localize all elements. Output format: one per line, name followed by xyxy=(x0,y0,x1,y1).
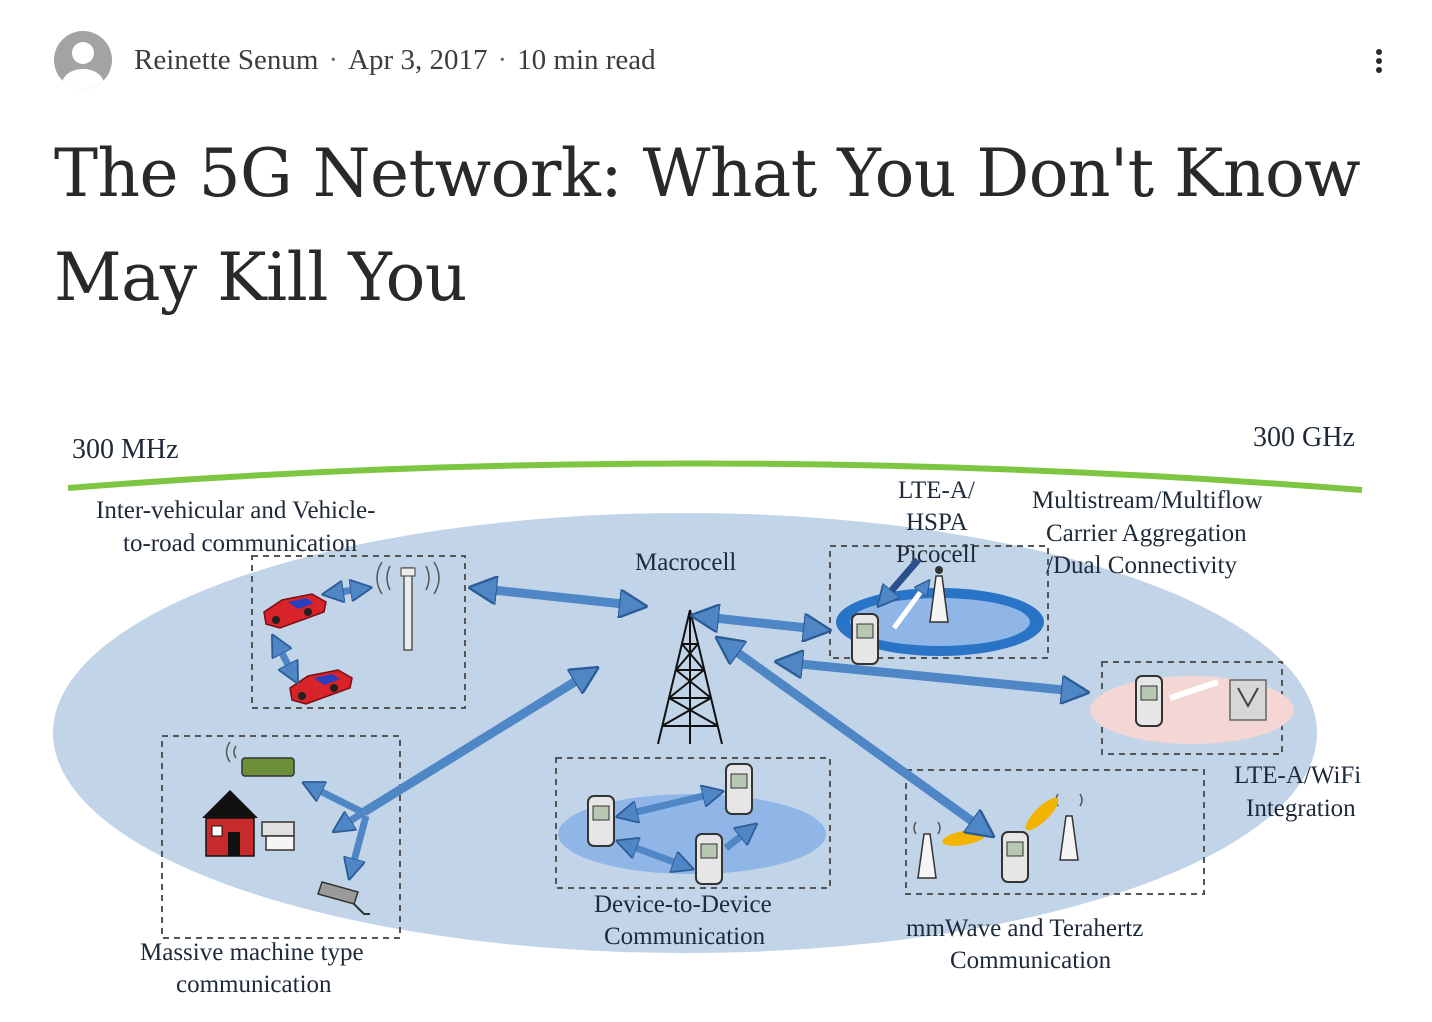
massive-mtc-label-2: communication xyxy=(176,971,332,998)
spectrum-line xyxy=(67,460,1363,493)
mmwave-beam xyxy=(1025,797,1059,831)
spectrum-high-label: 300 GHz xyxy=(1253,422,1355,453)
article-title: The 5G Network: What You Don't Know May … xyxy=(54,135,1361,316)
more-options-icon[interactable] xyxy=(1364,44,1394,78)
mtc-trunk-arrow xyxy=(361,670,594,816)
mobile-phone-icon xyxy=(587,795,615,847)
mmwave-label-2: Communication xyxy=(950,947,1112,974)
picocell-antenna-icon xyxy=(929,566,949,623)
separator-dot: · xyxy=(328,43,339,76)
macro-to-mmwave-arrow xyxy=(720,640,990,834)
pico-uplink-arrow xyxy=(891,582,928,630)
multistream-label-2: Carrier Aggregation xyxy=(1046,520,1247,547)
d2d-arrow-top xyxy=(620,792,720,816)
house-icon xyxy=(202,790,258,857)
vehicular-zone xyxy=(251,555,466,709)
car-to-antenna-arrow xyxy=(326,588,368,594)
d2d-arrow-bottom xyxy=(620,842,690,868)
roadside-antenna-icon xyxy=(376,561,440,651)
author-name[interactable]: Reinette Senum xyxy=(134,43,319,76)
mobile-phone-icon xyxy=(695,833,723,885)
lte-label-2: HSPA xyxy=(906,509,968,536)
wifi-label-2: Integration xyxy=(1246,795,1356,822)
publish-date[interactable]: Apr 3, 2017 xyxy=(348,43,488,76)
printer-icon xyxy=(261,821,295,851)
d2d-label-1: Device-to-Device xyxy=(594,891,772,918)
mtc-to-camera-arrow xyxy=(350,815,370,876)
security-camera-icon xyxy=(317,881,370,915)
mobile-phone-icon xyxy=(1135,675,1163,727)
car-to-car-arrow xyxy=(270,638,300,680)
mmwave-antenna-icon xyxy=(1055,793,1083,861)
massive-mtc-label-1: Massive machine type xyxy=(140,939,364,966)
lte-label-1: LTE-A/ xyxy=(898,477,975,504)
read-time: 10 min read xyxy=(517,43,656,76)
mtc-to-sensor-arrow xyxy=(306,780,364,816)
multistream-label-3: /Dual Connectivity xyxy=(1046,552,1237,579)
mobile-phone-icon xyxy=(851,613,879,665)
separator-dot: · xyxy=(497,43,508,76)
byline-meta: Reinette Senum · Apr 3, 2017 · 10 min re… xyxy=(134,44,656,77)
d2d-zone xyxy=(555,757,831,889)
multistream-label-1: Multistream/Multiflow xyxy=(1032,487,1263,514)
author-avatar[interactable] xyxy=(54,31,112,89)
wifi-link-arrow xyxy=(1169,679,1219,701)
wifi-router-icon xyxy=(1229,679,1267,721)
car-icon xyxy=(263,593,327,629)
mmwave-label-1: mmWave and Terahertz xyxy=(906,915,1143,942)
sensor-icon xyxy=(225,741,295,777)
mtc-to-home-arrow xyxy=(336,809,366,830)
spectrum-low-label: 300 MHz xyxy=(72,434,179,465)
lte-label-3: Picocell xyxy=(896,541,977,568)
mobile-phone-icon xyxy=(725,763,753,815)
pico-downlink-arrow xyxy=(880,557,921,604)
vehicular-label-1: Inter-vehicular and Vehicle- xyxy=(96,497,375,524)
mobile-phone-icon xyxy=(1001,831,1029,883)
vehicular-to-macro-arrow xyxy=(474,588,642,606)
byline: Reinette Senum · Apr 3, 2017 · 10 min re… xyxy=(54,30,1394,90)
article-figure-5g-diagram: 300 MHz 300 GHz Inter-vehicular and Vehi… xyxy=(50,398,1390,1010)
vehicular-label-2: to-road communication xyxy=(123,530,357,557)
wifi-label-1: LTE-A/WiFi xyxy=(1234,762,1361,789)
macro-to-pico-arrow xyxy=(696,616,826,630)
macrocell-label: Macrocell xyxy=(635,549,736,576)
d2d-label-2: Communication xyxy=(604,923,766,950)
car-icon xyxy=(289,669,353,705)
